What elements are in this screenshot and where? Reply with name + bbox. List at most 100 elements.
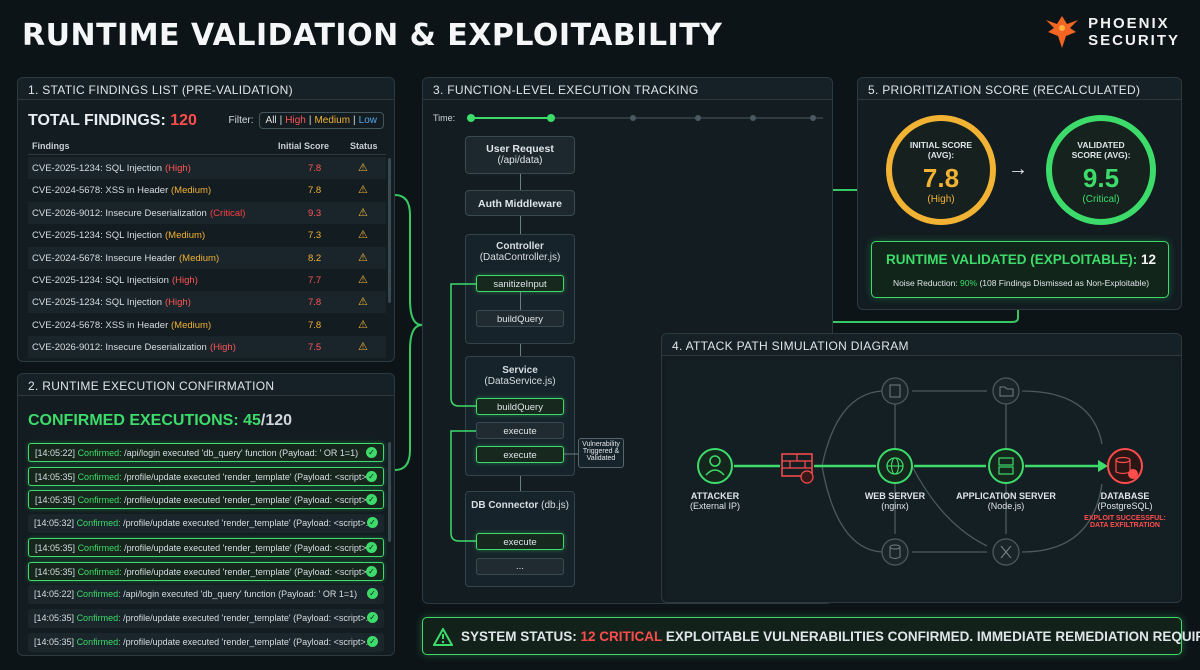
page-title: RUNTIME VALIDATION & EXPLOITABILITY xyxy=(22,18,723,53)
finding-score: 8.2 xyxy=(308,252,322,264)
firewall-icon[interactable] xyxy=(781,453,814,484)
finding-name: CVE-2026-9012: Insecure Deserialization xyxy=(32,207,207,219)
filter-medium[interactable]: Medium xyxy=(314,115,351,126)
log-confirmed: Confirmed: xyxy=(76,636,121,647)
filter-high[interactable]: High xyxy=(285,115,306,126)
panel-title: 4. ATTACK PATH SIMULATION DIAGRAM xyxy=(662,334,1181,356)
log-entry[interactable]: [14:05:35] Confirmed: /profile/update ex… xyxy=(28,632,384,652)
timeline-point[interactable] xyxy=(547,114,555,122)
log-confirmed: Confirmed: xyxy=(77,448,122,458)
validated-score-ring xyxy=(1046,115,1156,225)
warning-icon: ⚠ xyxy=(358,229,368,242)
folder-icon[interactable] xyxy=(992,377,1020,405)
initial-score-label: INITIAL SCORE (AVG): xyxy=(891,140,991,160)
log-scrollbar[interactable] xyxy=(388,442,391,542)
table-row[interactable]: CVE-2026-9012: Insecure Deserialization(… xyxy=(28,201,386,224)
build-query-step-service[interactable]: buildQuery xyxy=(476,398,564,415)
finding-name: CVE-2025-1234: SQL Injection xyxy=(32,230,163,242)
prioritization-panel: 5. PRIORITIZATION SCORE (RECALCULATED) I… xyxy=(857,77,1182,310)
table-row[interactable]: CVE-2026-9012: Insecure Deserialization(… xyxy=(28,336,386,359)
status-count: 12 CRITICAL xyxy=(580,629,663,644)
label-line: SCORE (AVG): xyxy=(1071,150,1131,160)
findings-scrollbar[interactable] xyxy=(388,158,391,303)
execute-step-db[interactable]: execute xyxy=(476,533,564,550)
table-row[interactable]: CVE-2024-5678: XSS in Header(Medium)7.8⚠ xyxy=(28,179,386,201)
table-row[interactable]: CVE-2024-5678: Insecure Header(Medium)8.… xyxy=(28,246,386,269)
log-entry[interactable]: [14:05:35] Confirmed: /profile/update ex… xyxy=(28,537,384,557)
table-row[interactable]: CVE-2025-1234: SQL Injection(High)7.8⚠ xyxy=(28,157,386,179)
timeline-point[interactable] xyxy=(695,115,701,121)
finding-severity: (Medium) xyxy=(179,252,220,264)
log-time: [14:05:22] xyxy=(35,448,76,458)
filter-low[interactable]: Low xyxy=(358,115,377,126)
group-sub: (db.js) xyxy=(541,500,569,511)
table-row[interactable]: CVE-2025-1234: SQL Injectision(High)7.7⚠ xyxy=(28,269,386,291)
sanitize-input-step[interactable]: sanitizeInput xyxy=(476,275,564,292)
timeline-point[interactable] xyxy=(630,115,636,121)
table-row[interactable]: CVE-2024-5678: XSS in Header(Medium)7.8⚠ xyxy=(28,314,386,336)
validated-score-sev: (Critical) xyxy=(1082,194,1120,205)
label-title: ATTACKER xyxy=(690,491,740,501)
finding-score: 7.3 xyxy=(308,230,322,242)
score-arrow: → xyxy=(1008,158,1028,180)
exploit-line: DATA EXFILTRATION xyxy=(1090,522,1160,529)
label-line: (AVG): xyxy=(927,150,955,160)
group-sub: (DataController.js) xyxy=(479,252,561,263)
total-label: TOTAL FINDINGS: xyxy=(28,112,166,129)
status-prefix: SYSTEM STATUS: xyxy=(461,629,577,644)
filter-all[interactable]: All xyxy=(265,115,277,126)
node-title: User Request xyxy=(486,143,554,155)
ellipsis-step[interactable]: ... xyxy=(476,558,564,575)
cache-db-icon[interactable] xyxy=(881,538,909,566)
log-entry[interactable]: [14:05:35] Confirmed: /profile/update ex… xyxy=(28,608,384,628)
auth-middleware-node[interactable]: Auth Middleware xyxy=(465,190,575,216)
warning-icon: ⚠ xyxy=(358,296,368,309)
status-suffix: EXPLOITABLE VULNERABILITIES CONFIRMED. I… xyxy=(665,629,1200,644)
warning-icon: ⚠ xyxy=(358,184,368,197)
log-confirmed: Confirmed: xyxy=(77,542,122,553)
build-query-step[interactable]: buildQuery xyxy=(476,310,564,327)
timeline-point[interactable] xyxy=(750,115,756,121)
label-sub: (nginx) xyxy=(881,501,909,511)
finding-name: CVE-2024-5678: XSS in Header xyxy=(32,319,169,331)
log-time: [14:05:35] xyxy=(34,636,75,647)
log-entry[interactable]: [14:05:35] Confirmed: /profile/update ex… xyxy=(28,466,384,486)
panel-title: 2. RUNTIME EXECUTION CONFIRMATION xyxy=(18,374,394,396)
filter-group: Filter: All| High| Medium| Low xyxy=(229,112,384,129)
finding-severity: (High) xyxy=(210,342,236,354)
timeline-point[interactable] xyxy=(810,115,816,121)
log-time: [14:05:32] xyxy=(34,518,75,529)
warning-icon: ⚠ xyxy=(358,318,368,331)
timeline-point[interactable] xyxy=(467,114,475,122)
table-row[interactable]: CVE-2025-1234: SQL Injection(High)7.8⚠ xyxy=(28,291,386,314)
exploit-line: EXPLOIT SUCCESSFUL: xyxy=(1084,515,1166,522)
log-entry[interactable]: [14:05:22] Confirmed: /api/login execute… xyxy=(28,443,384,462)
check-icon: ✓ xyxy=(366,447,377,458)
score-rings xyxy=(886,115,1156,225)
brand-logo: PHOENIX SECURITY xyxy=(1042,12,1180,52)
confirmed-value: 45 xyxy=(243,412,261,429)
table-row[interactable]: CVE-2025-1234: SQL Injection(Medium)7.3⚠ xyxy=(28,224,386,246)
log-confirmed: Confirmed: xyxy=(77,471,122,482)
log-text: /profile/update executed 'render_templat… xyxy=(123,612,374,623)
server-icon[interactable] xyxy=(988,448,1024,484)
finding-score: 7.7 xyxy=(308,275,322,286)
database-icon[interactable] xyxy=(1107,448,1143,484)
total-value: 120 xyxy=(170,112,197,129)
warning-icon: ⚠ xyxy=(358,206,368,219)
timeline: Time: xyxy=(433,113,823,123)
col-score[interactable]: Initial Score xyxy=(278,141,330,151)
col-findings[interactable]: Findings xyxy=(32,141,70,151)
log-time: [14:05:35] xyxy=(35,542,76,553)
log-text: /api/login executed 'db_query' function … xyxy=(123,589,358,600)
log-entry[interactable]: [14:05:22] Confirmed: /api/login execute… xyxy=(28,585,384,605)
user-request-node[interactable]: User Request (/api/data) xyxy=(465,136,575,174)
noise-label: Noise Reduction: xyxy=(892,278,958,288)
execute-step[interactable]: execute xyxy=(476,422,564,439)
execute-step-vuln[interactable]: execute xyxy=(476,446,564,463)
col-status[interactable]: Status xyxy=(350,141,378,151)
log-entry[interactable]: [14:05:35] Confirmed: /profile/update ex… xyxy=(28,561,384,581)
log-server-icon[interactable] xyxy=(881,377,909,405)
log-entry[interactable]: [14:05:35] Confirmed: /profile/update ex… xyxy=(28,490,384,510)
log-entry[interactable]: [14:05:32] Confirmed: /profile/update ex… xyxy=(28,514,384,534)
